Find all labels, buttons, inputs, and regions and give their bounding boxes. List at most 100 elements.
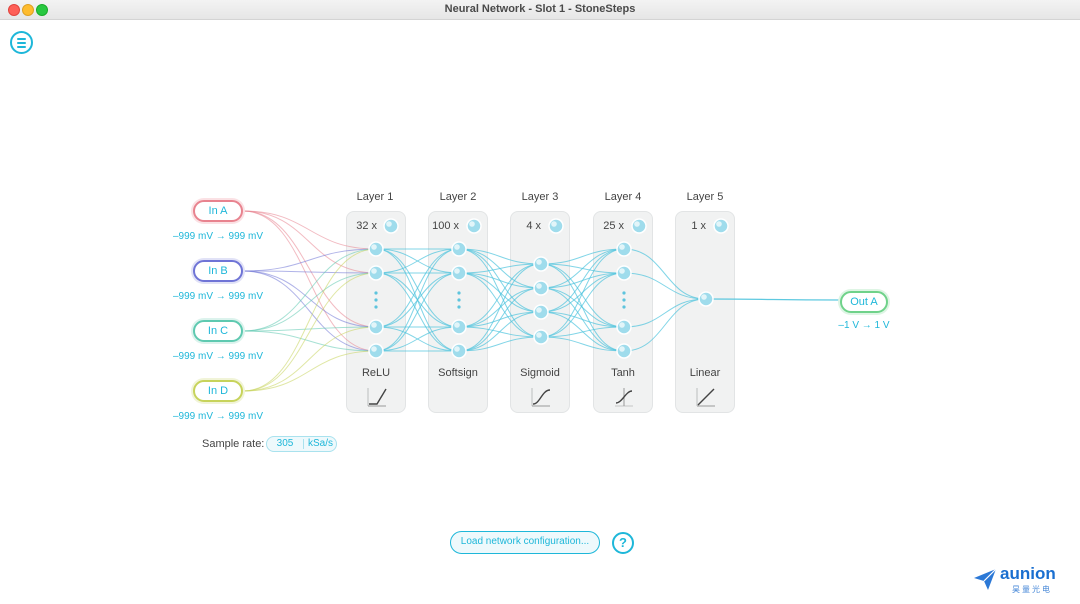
layer-4-label: Layer 4 bbox=[604, 191, 642, 203]
layer-4-header-node-highlight bbox=[634, 221, 640, 227]
sample-rate-unit: kSa/s bbox=[307, 438, 333, 449]
layer-5-panel: 1 x Linear bbox=[675, 211, 735, 413]
layer-5-count: 1 x bbox=[691, 220, 706, 232]
layer-4-node-highlight bbox=[619, 268, 625, 274]
edge-input-0-to-l1-1 bbox=[242, 210, 377, 274]
sample-rate-divider bbox=[303, 439, 304, 449]
edge-l1-1-to-l2-0 bbox=[375, 248, 460, 274]
edge-l2-3-to-l3-1 bbox=[458, 287, 542, 352]
input-c-button[interactable]: In C bbox=[193, 320, 243, 342]
edge-l2-0-to-l3-0 bbox=[458, 248, 542, 265]
edge-l5-to-output bbox=[705, 298, 841, 301]
edge-l4-1-to-l5-0 bbox=[623, 272, 707, 300]
layer-2-node-highlight bbox=[454, 244, 460, 250]
layer-4-count: 25 x bbox=[603, 220, 624, 232]
edge-input-2-to-l1-0 bbox=[242, 248, 377, 332]
layer-2-ellipsis-dot bbox=[457, 298, 461, 302]
minimize-window-button[interactable] bbox=[22, 4, 34, 16]
edge-input-1-to-l1-0 bbox=[242, 248, 377, 272]
help-icon[interactable]: ? bbox=[612, 532, 634, 554]
layer-1-header-node-highlight bbox=[386, 221, 392, 227]
output-a-button[interactable]: Out A bbox=[840, 291, 888, 313]
layer-3-header-node-highlight bbox=[551, 221, 557, 227]
edge-l1-2-to-l2-0 bbox=[375, 248, 460, 328]
layer-3-node-highlight bbox=[536, 307, 542, 313]
layer-2-node-highlight bbox=[454, 346, 460, 352]
layer-4-ellipsis-dot bbox=[622, 305, 626, 309]
layer-5-header-node bbox=[713, 218, 729, 234]
edge-l1-3-to-l2-1 bbox=[375, 272, 460, 352]
layer-4-node bbox=[616, 241, 632, 257]
layer-1-label: Layer 1 bbox=[356, 191, 394, 203]
aunion-logo: aunion 昊量光电 bbox=[972, 564, 1072, 598]
edge-input-1-to-l1-3 bbox=[242, 270, 377, 352]
layer-2-node-highlight bbox=[454, 322, 460, 328]
layer-1-ellipsis-dot bbox=[374, 291, 378, 295]
layer-2-header-node bbox=[466, 218, 482, 234]
layer-2-node bbox=[451, 319, 467, 335]
edge-l3-1-to-l4-2 bbox=[540, 287, 625, 328]
layer-1-count: 32 x bbox=[356, 220, 377, 232]
title-bar: Neural Network - Slot 1 - StoneSteps bbox=[0, 0, 1080, 20]
edge-l3-3-to-l4-0 bbox=[540, 248, 625, 338]
hamburger-menu-icon[interactable] bbox=[10, 31, 33, 54]
layer-1-header-node bbox=[383, 218, 399, 234]
edge-l2-1-to-l3-2 bbox=[458, 272, 542, 313]
logo-text: aunion bbox=[1000, 564, 1056, 583]
edge-l3-2-to-l4-0 bbox=[540, 248, 625, 313]
edge-l2-1-to-l3-3 bbox=[458, 272, 542, 338]
edge-l1-3-to-l2-2 bbox=[375, 326, 460, 352]
edge-l2-3-to-l3-2 bbox=[458, 311, 542, 352]
layer-3-label: Layer 3 bbox=[521, 191, 559, 203]
layer-2-header-node-highlight bbox=[469, 221, 475, 227]
layer-4-node-highlight bbox=[619, 322, 625, 328]
layer-3-node bbox=[533, 256, 549, 272]
maximize-window-button[interactable] bbox=[36, 4, 48, 16]
edge-l3-3-to-l4-3 bbox=[540, 336, 625, 352]
window-title: Neural Network - Slot 1 - StoneSteps bbox=[444, 3, 636, 15]
edge-l4-2-to-l5-0 bbox=[623, 298, 707, 328]
linear-curve-icon bbox=[696, 388, 715, 407]
layer-3-node bbox=[533, 304, 549, 320]
close-window-button[interactable] bbox=[8, 4, 20, 16]
layer-4-header-node bbox=[631, 218, 647, 234]
layer-2-node bbox=[451, 265, 467, 281]
edge-input-3-to-l1-0 bbox=[242, 248, 377, 392]
input-d-button[interactable]: In D bbox=[193, 380, 243, 402]
sample-rate-label: Sample rate: bbox=[202, 438, 265, 450]
input-a-button[interactable]: In A bbox=[193, 200, 243, 222]
layer-4-node-highlight bbox=[619, 346, 625, 352]
layer-1-node bbox=[368, 343, 384, 359]
input-b-range: –999 mV → 999 mV bbox=[172, 291, 264, 302]
layer-4-ellipsis-dot bbox=[622, 298, 626, 302]
layer-3-header-node bbox=[548, 218, 564, 234]
layer-1-node-highlight bbox=[371, 322, 377, 328]
edge-input-2-to-l1-1 bbox=[242, 272, 377, 332]
edge-input-1-to-l1-1 bbox=[242, 270, 377, 274]
layer-1-node-highlight bbox=[371, 346, 377, 352]
edge-l3-0-to-l4-2 bbox=[540, 263, 625, 328]
edge-l2-3-to-l3-3 bbox=[458, 336, 542, 352]
sample-rate-input[interactable]: 305 bbox=[276, 438, 294, 449]
edge-l2-3-to-l3-0 bbox=[458, 263, 542, 352]
edge-input-1-to-l1-2 bbox=[242, 270, 377, 328]
layer-1-node-highlight bbox=[371, 244, 377, 250]
relu-curve-icon bbox=[367, 388, 387, 407]
sample-rate-field: 305 kSa/s bbox=[266, 436, 337, 452]
input-b-button[interactable]: In B bbox=[193, 260, 243, 282]
paper-plane-icon bbox=[974, 568, 997, 590]
layer-2-count: 100 x bbox=[432, 220, 459, 232]
layer-3-node bbox=[533, 329, 549, 345]
layer-4-node bbox=[616, 265, 632, 281]
layer-5-header-node-highlight bbox=[716, 221, 722, 227]
layer-5-node bbox=[698, 291, 714, 307]
layer-1-ellipsis-dot bbox=[374, 298, 378, 302]
layer-3-node bbox=[533, 280, 549, 296]
layer-2-label: Layer 2 bbox=[439, 191, 477, 203]
edge-input-3-to-l1-1 bbox=[242, 272, 377, 392]
edge-l3-1-to-l4-0 bbox=[540, 248, 625, 289]
layer-1-node bbox=[368, 265, 384, 281]
layer-3-count: 4 x bbox=[526, 220, 541, 232]
load-network-configuration-button[interactable]: Load network configuration... bbox=[450, 531, 600, 554]
